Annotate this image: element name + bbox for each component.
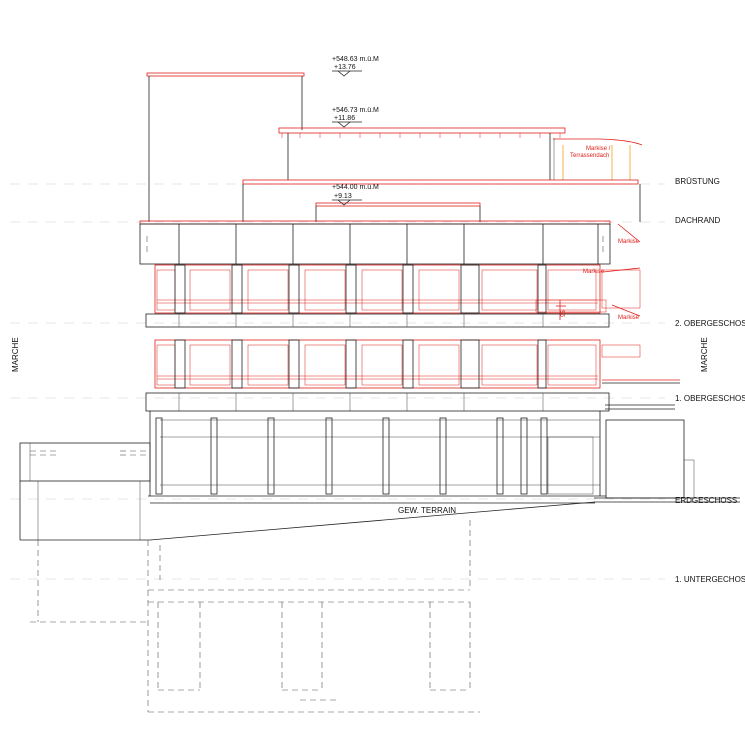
label-og2: 2. OBERGESCHOS [675, 319, 745, 328]
left-annex [19, 442, 151, 541]
ground-floor [148, 411, 606, 497]
elevation-terrace-rel: +11.86 [334, 115, 355, 122]
label-marche-left: MARCHE [11, 337, 20, 372]
tower-block [146, 72, 305, 222]
elevation-roof-abs: +544.00 m.ü.M [332, 184, 379, 191]
floor-og1 [154, 339, 680, 389]
label-marche-right: MARCHE [700, 337, 709, 372]
annotation-markise-1: Markise [618, 239, 640, 245]
label-dachrand: DACHRAND [675, 216, 721, 225]
elevation-marker-terrace: +546.73 m.ü.M +11.86 [332, 107, 379, 128]
elevation-top-rel: +13.76 [334, 64, 356, 71]
annotation-markise-top-1: Markise / [586, 146, 611, 152]
annotation-markise-3: Markise [618, 315, 640, 321]
right-annex [594, 419, 740, 503]
level-guides [10, 183, 665, 580]
label-eg: ERDGESCHOSS [675, 496, 737, 505]
elevation-marker-top: +548.63 m.ü.M +13.76 [332, 56, 379, 77]
dachrand-band [139, 220, 611, 265]
label-ug1: 1. UNTERGECHOS [675, 575, 745, 584]
roof-level [242, 179, 641, 222]
annotation-dimension: 95 [561, 310, 567, 317]
markise-markers [556, 223, 641, 317]
slab-og2 [145, 313, 610, 328]
basement [30, 520, 480, 713]
annotation-markise-top-2: Terrassendach [570, 153, 609, 159]
terrain [149, 501, 596, 541]
label-terrain: GEW. TERRAIN [398, 506, 456, 515]
label-og1: 1. OBERGESCHOS [675, 394, 745, 403]
terrace-level [278, 127, 643, 180]
elevation-roof-rel: +9.13 [334, 193, 352, 200]
slab-og1 [145, 392, 675, 412]
elevation-terrace-abs: +546.73 m.ü.M [332, 107, 379, 114]
label-bruestung: BRÜSTUNG [675, 177, 720, 186]
annotation-markise-2: Markise [583, 269, 605, 275]
elevation-top-abs: +548.63 m.ü.M [332, 56, 379, 63]
elevation-marker-roof: +544.00 m.ü.M +9.13 [332, 184, 379, 206]
floor-og2 [154, 264, 641, 320]
